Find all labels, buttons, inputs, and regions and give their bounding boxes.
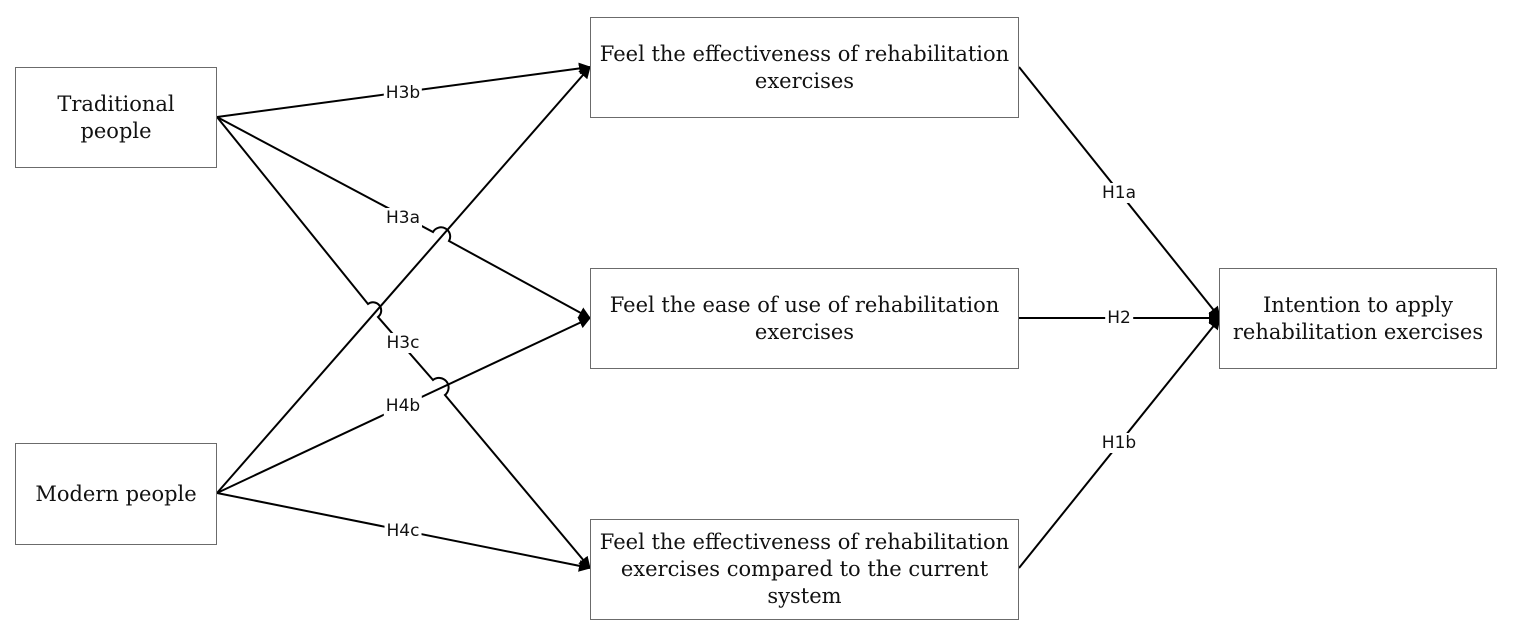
node-feel-ease-of-use: Feel the ease of use of rehabilitation e…: [590, 268, 1019, 369]
node-modern-people-label: Modern people: [35, 481, 197, 506]
node-intention-to-apply: Intention to apply rehabilitation exerci…: [1219, 268, 1497, 369]
edge-label-h4b: H4b: [383, 396, 423, 416]
node-intention-to-apply-label: Intention to apply rehabilitation exerci…: [1232, 292, 1484, 344]
edge-label-h4c: H4c: [384, 521, 422, 541]
edge-label-h3a: H3a: [383, 208, 423, 228]
edge-label-h2: H2: [1105, 308, 1133, 328]
edge-label-h1a: H1a: [1099, 183, 1139, 203]
node-feel-ease-of-use-label: Feel the ease of use of rehabilitation e…: [609, 292, 1000, 344]
edge-label-h3b: H3b: [383, 83, 423, 103]
edge-h3c: [216, 116, 591, 569]
node-traditional-people-label: Traditional people: [57, 91, 175, 143]
edge-label-h3c: H3c: [384, 333, 422, 353]
edge-label-h1b: H1b: [1099, 433, 1139, 453]
node-feel-effectiveness-label: Feel the effectiveness of rehabilitation…: [599, 41, 1010, 93]
node-modern-people: Modern people: [15, 443, 217, 545]
node-feel-effectiveness-compared: Feel the effectiveness of rehabilitation…: [590, 519, 1019, 620]
node-traditional-people: Traditional people: [15, 67, 217, 168]
edge-h3a: [216, 116, 591, 319]
node-feel-effectiveness: Feel the effectiveness of rehabilitation…: [590, 17, 1019, 118]
node-feel-effectiveness-compared-label: Feel the effectiveness of rehabilitation…: [599, 530, 1010, 608]
edge-h4a: [216, 66, 591, 494]
